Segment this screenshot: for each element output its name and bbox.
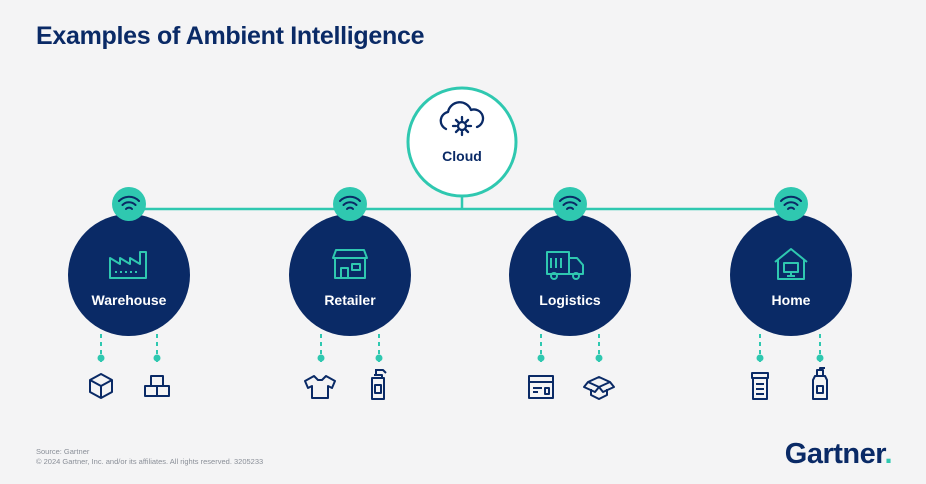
source-note: Source: Gartner © 2024 Gartner, Inc. and… (36, 447, 263, 467)
storefront-icon (332, 249, 368, 279)
wifi-icon (559, 195, 581, 210)
cloud-gear-icon (439, 101, 485, 137)
gartner-logo: Gartner. (784, 438, 893, 471)
hub-label-cloud: Cloud (442, 148, 482, 164)
source-line: Source: Gartner (36, 447, 90, 456)
node-retailer (289, 187, 411, 400)
stacked-boxes-icon (144, 375, 170, 397)
node-label-retailer: Retailer (324, 292, 376, 308)
copyright-line: © 2024 Gartner, Inc. and/or its affiliat… (36, 457, 264, 466)
house-screen-icon (774, 248, 808, 280)
wifi-icon (339, 195, 361, 210)
package-box-icon (89, 373, 113, 399)
wifi-icon (780, 195, 802, 210)
cloud-hub (406, 86, 518, 198)
delivery-truck-icon (546, 251, 584, 280)
node-label-logistics: Logistics (539, 292, 601, 308)
node-home (730, 187, 852, 400)
shipping-box-icon (528, 375, 554, 399)
factory-icon (109, 251, 147, 279)
wifi-icon (118, 195, 140, 210)
page-title: Examples of Ambient Intelligence (36, 22, 425, 50)
node-label-warehouse: Warehouse (91, 292, 167, 308)
shirt-icon (304, 375, 336, 399)
pump-bottle-icon (812, 367, 828, 400)
spray-bottle-icon (371, 369, 387, 400)
open-box-icon (583, 376, 615, 400)
node-label-home: Home (771, 292, 811, 308)
medicine-jar-icon (751, 372, 769, 400)
node-warehouse (68, 187, 190, 399)
node-logistics (509, 187, 631, 400)
brand-dot: . (884, 438, 892, 470)
brand-name: Gartner (784, 438, 885, 470)
